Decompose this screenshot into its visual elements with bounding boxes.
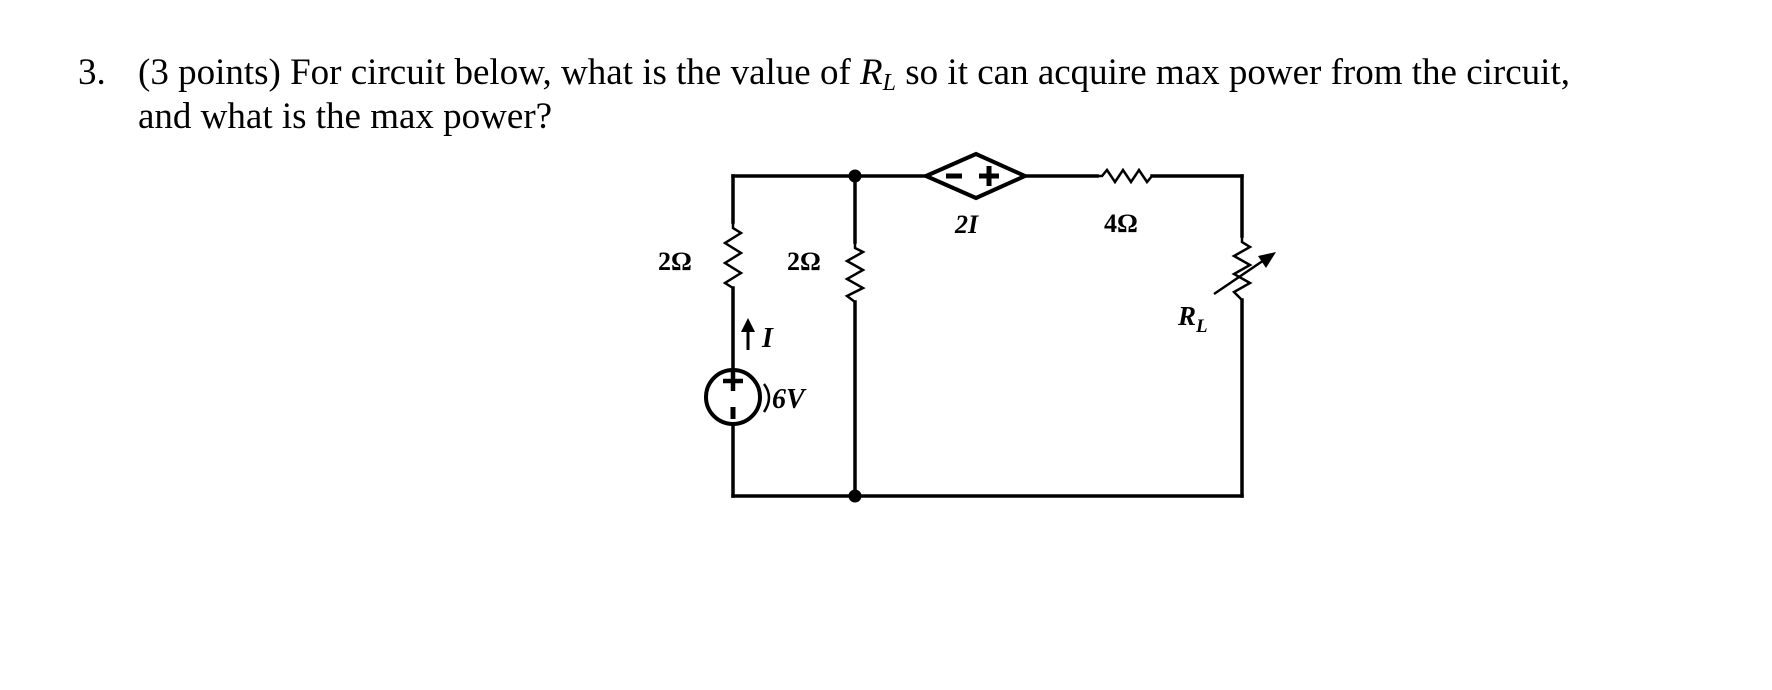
question-number: 3.	[78, 52, 106, 93]
question-text-part1: For circuit below, what is the value of	[290, 52, 851, 93]
question-text-line2: and what is the max power?	[138, 96, 553, 137]
source-bracket	[762, 383, 771, 413]
voltage-source-label: 6V	[772, 384, 807, 415]
load-resistor-label: RL	[1177, 301, 1208, 337]
current-arrow-icon	[741, 318, 755, 332]
question-text-part2: so it can acquire max power from the cir…	[905, 52, 1570, 93]
wires	[731, 174, 1244, 498]
left-resistor-zigzag	[722, 222, 744, 290]
load-subscript: L	[1195, 316, 1208, 337]
middle-resistor-zigzag	[844, 242, 866, 303]
series-resistor-zigzag	[1097, 167, 1153, 185]
dependent-source-diamond	[921, 151, 1030, 201]
rl-symbol: R	[860, 52, 883, 93]
load-resistor-zigzag	[1231, 236, 1253, 301]
variable-arrow-head	[1258, 252, 1276, 268]
question-text: (3 points) For circuit below, what is th…	[138, 51, 1738, 139]
junction-dot-bottom	[848, 489, 862, 503]
rl-subscript: L	[882, 70, 897, 96]
dependent-source-label: 2I	[954, 210, 979, 239]
question-points: (3 points)	[138, 52, 281, 93]
junction-dot-top	[848, 169, 862, 183]
current-label: I	[761, 323, 774, 354]
voltage-source-circle	[704, 368, 762, 426]
load-symbol: R	[1177, 301, 1196, 331]
series-resistor-label: 4Ω	[1104, 209, 1138, 238]
left-resistor-label: 2Ω	[658, 247, 692, 276]
middle-resistor-label: 2Ω	[787, 247, 821, 276]
variable-arrow-shaft	[1213, 254, 1271, 296]
